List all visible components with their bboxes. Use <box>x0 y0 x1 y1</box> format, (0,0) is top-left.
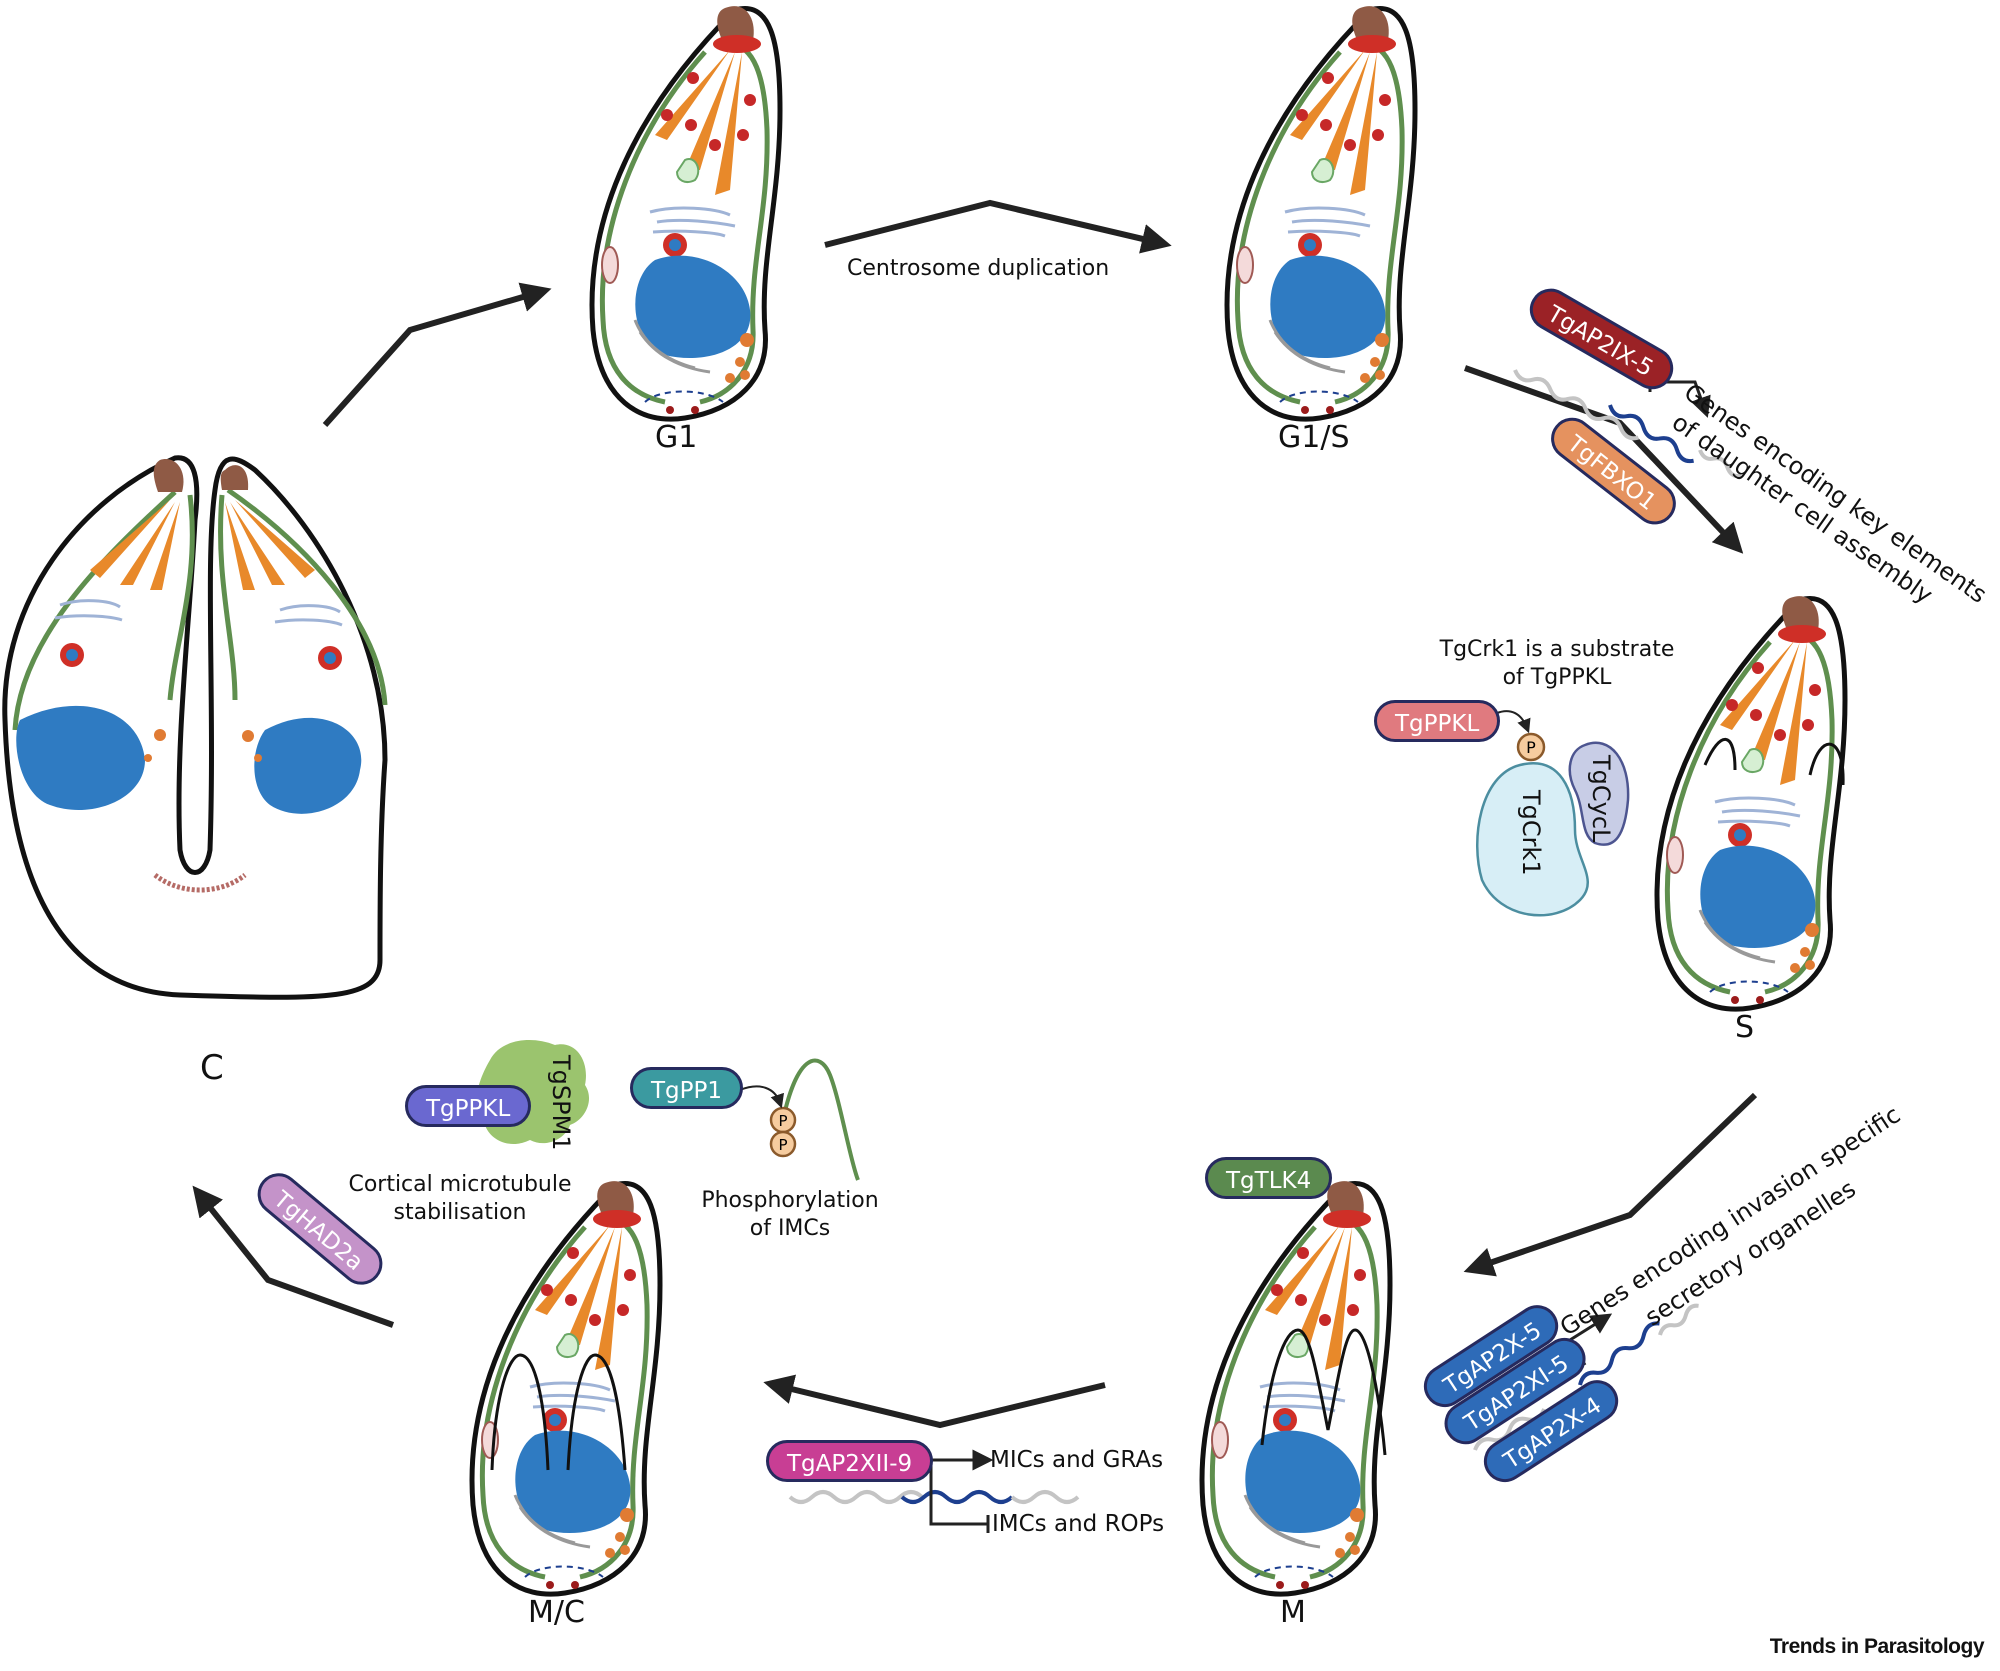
arrow-mc-to-c <box>192 1185 395 1328</box>
stage-label-c: C <box>200 1048 224 1088</box>
arrow-c-to-g1 <box>322 282 552 428</box>
journal-credit: Trends in Parasitology <box>1769 1635 1985 1658</box>
phospho-p-imc-2 <box>769 1130 797 1158</box>
cortical-label-line2: stabilisation <box>393 1200 527 1225</box>
protein-tgspm1: TgSPM1 <box>547 1055 575 1151</box>
cell-g1 <box>592 6 780 419</box>
phospho-p-crk1 <box>1516 732 1546 762</box>
crk1-substrate-line1: TgCrk1 is a substrate <box>1439 637 1675 662</box>
stage-label-mc: M/C <box>528 1595 585 1630</box>
mics-gras-label: MICs and GRAs <box>990 1447 1164 1473</box>
stage-label-s: S <box>1735 1010 1755 1045</box>
arrow-s-to-m <box>1463 1092 1758 1277</box>
crk1-substrate-line2: of TgPPKL <box>1502 665 1612 690</box>
protein-tgtlk4: TgTLK4 <box>1205 1157 1333 1199</box>
protein-tgpp1: TgPP1 <box>630 1067 744 1109</box>
imcs-rops-label: IMCs and ROPs <box>992 1511 1165 1537</box>
arrow-m-to-mc <box>763 1374 1106 1429</box>
protein-tgppkl-mc: TgPPKL <box>405 1085 532 1127</box>
cell-mc <box>472 1181 660 1594</box>
protein-tgppkl-s: TgPPKL <box>1374 700 1501 742</box>
repression-arrow-imcs <box>929 1495 988 1526</box>
cell-c <box>2 455 388 1000</box>
imc-strand <box>778 1058 860 1181</box>
daughter-bud-mc <box>490 1353 627 1471</box>
pp1-phosphorylates-arrow <box>739 1085 784 1109</box>
phospho-p-imc-1-label: P <box>778 1112 787 1130</box>
stage-label-g1s: G1/S <box>1278 420 1350 455</box>
dna-ap2ix5 <box>1513 369 1742 479</box>
cortical-label-line1: Cortical microtubule <box>348 1172 572 1197</box>
cell-s <box>1657 596 1845 1009</box>
phospho-imcs-line2: of IMCs <box>749 1216 831 1241</box>
crk1-shape <box>1476 762 1589 917</box>
stage-label-m: M <box>1280 1595 1306 1630</box>
daughter-bud-m <box>1260 1328 1387 1456</box>
cycl-shape <box>1568 741 1630 846</box>
cell-g1s <box>1227 6 1415 419</box>
phospho-imcs-line1: Phosphorylation <box>701 1188 879 1213</box>
phospho-p-crk1-label: P <box>1526 738 1536 757</box>
dna-ap2xii9 <box>788 1490 1080 1504</box>
protein-tgcrk1: TgCrk1 <box>1517 790 1545 876</box>
centrosome-duplication-label: Centrosome duplication <box>847 256 1110 281</box>
protein-tgap2xii9: TgAP2XII-9 <box>766 1440 934 1482</box>
phospho-p-imc-2-label: P <box>778 1136 787 1154</box>
cell-m <box>1202 1181 1390 1594</box>
daughter-bud-s <box>1703 737 1845 786</box>
arrow-g1-to-g1s <box>824 199 1172 254</box>
stage-label-g1: G1 <box>655 420 698 455</box>
protein-tgcycl: TgCycL <box>1587 755 1615 843</box>
